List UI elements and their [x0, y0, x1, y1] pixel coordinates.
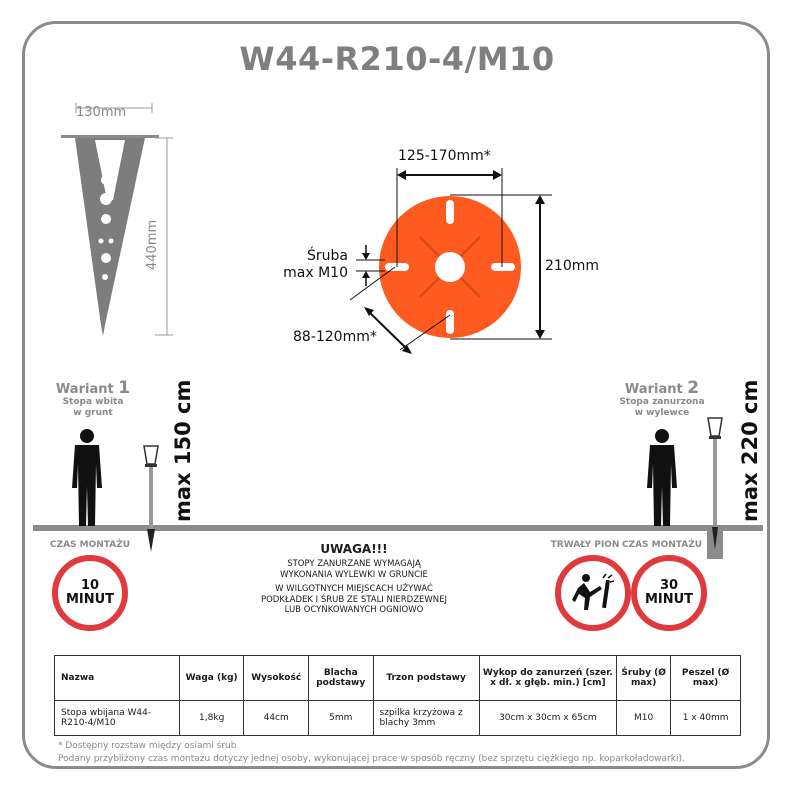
- lamp-variant1-icon: [143, 445, 159, 552]
- table-cell: 30cm x 30cm x 65cm: [478, 700, 618, 736]
- table-cell: 44cm: [243, 700, 309, 736]
- table-cell: M10: [616, 700, 672, 736]
- kick-sign: [555, 555, 631, 631]
- table-header: Nazwa: [54, 655, 180, 701]
- table-cell: 1 x 40mm: [670, 700, 741, 736]
- table-cell: 5mm: [307, 700, 374, 736]
- person-icon: [72, 429, 102, 526]
- table-header: Wysokość: [243, 655, 309, 701]
- table-header-row: Nazwa Waga (kg) Wysokość Blacha podstawy…: [54, 655, 741, 701]
- lamp-variant2-icon: [707, 417, 723, 559]
- table-cell: 1,8kg: [178, 700, 245, 736]
- screw-label-1: Śruba: [307, 248, 348, 264]
- warning-title: UWAGA!!!: [320, 542, 388, 556]
- variant2-time-head: CZAS MONTAŻU: [621, 540, 703, 550]
- variant2-max-height: max 220 cm: [738, 379, 762, 522]
- warning-text-2: W WILGOTNYCH MIEJSCACH UŻYWAĆ PODKŁADEK …: [260, 584, 448, 615]
- warning-text-1: STOPY ZANURZANE WYMAGAJĄ WYKONANIA WYLEW…: [280, 559, 428, 580]
- table-header: Śruby (Ø max): [616, 655, 672, 701]
- variant1-title: Wariant 1: [55, 378, 131, 398]
- person-icon: [647, 429, 677, 526]
- spec-table: Nazwa Waga (kg) Wysokość Blacha podstawy…: [54, 655, 741, 736]
- footnote-1: * Dostępny rozstaw między osiami śrub: [58, 741, 237, 751]
- spike-width-label: 130mm: [76, 105, 127, 120]
- plate-diagram: [349, 168, 552, 354]
- table-header: Waga (kg): [178, 655, 245, 701]
- variant1-time-head: CZAS MONTAŻU: [49, 540, 131, 550]
- spike-height-label: 440mm: [145, 219, 160, 270]
- table-header: Peszel (Ø max): [670, 655, 741, 701]
- kick-pole-icon: [572, 573, 615, 610]
- bolt-spacing-label: 125-170mm*: [398, 148, 491, 164]
- table-cell: szpilka krzyżowa z blachy 3mm: [372, 700, 480, 736]
- table-header: Trzon podstawy: [372, 655, 480, 701]
- page-frame: [22, 21, 770, 769]
- variant1-max-height: max 150 cm: [171, 379, 195, 522]
- spike-diagram: [61, 103, 173, 336]
- footnote-2: Podany przybliżony czas montażu dotyczy …: [58, 754, 685, 764]
- diagonal-label: 88-120mm*: [293, 329, 377, 345]
- table-row: Stopa wbijana W44-R210-4/M10 1,8kg 44cm …: [54, 700, 741, 736]
- product-title: W44-R210-4/M10: [239, 40, 555, 78]
- plate-diameter-label: 210mm: [545, 258, 599, 274]
- pion-head: TRWAŁY PION: [550, 540, 620, 550]
- table-header: Blacha podstawy: [307, 655, 374, 701]
- screw-label-2: max M10: [283, 265, 348, 281]
- ground-line: [33, 525, 763, 531]
- variant2-title: Wariant 2: [624, 378, 700, 398]
- table-header: Wykop do zanurzeń (szer. x dł. x głęb. m…: [478, 655, 618, 701]
- table-cell: Stopa wbijana W44-R210-4/M10: [54, 700, 180, 736]
